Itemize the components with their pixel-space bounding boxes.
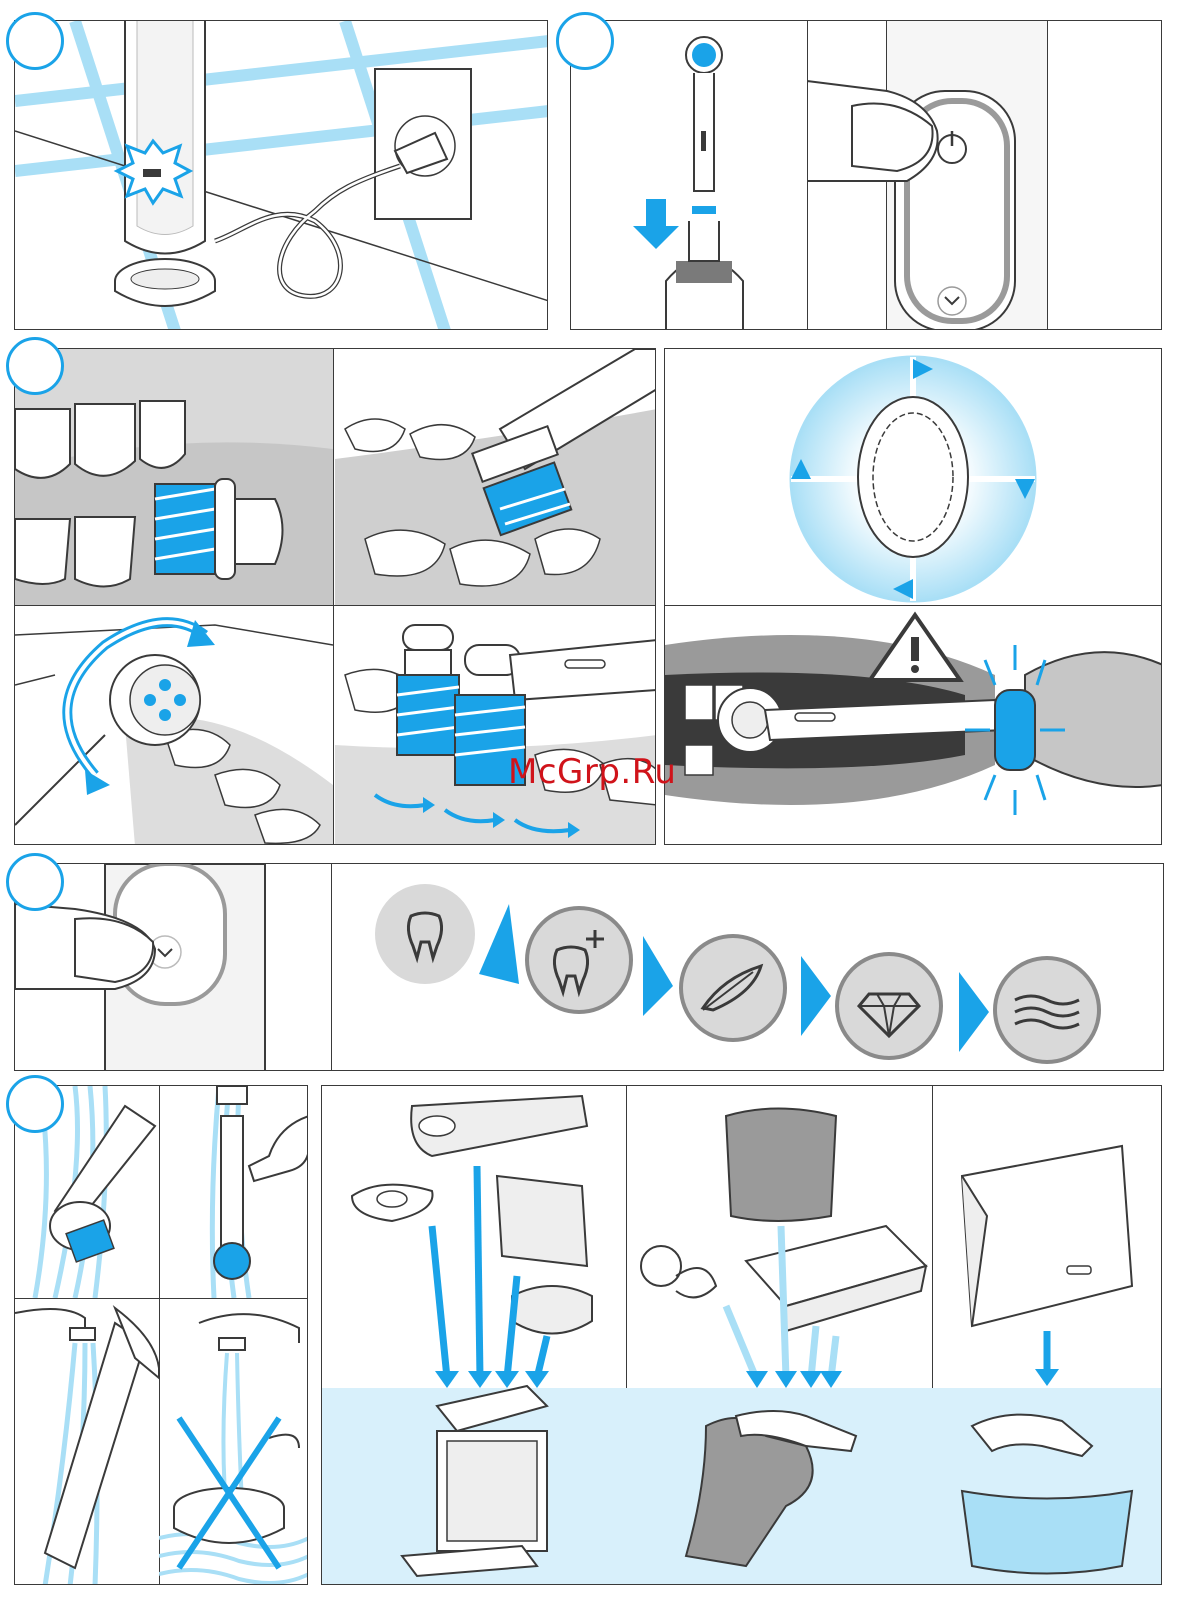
mode-sensitive-icon <box>679 934 787 1042</box>
waves-icon <box>997 960 1097 1060</box>
watermark-text: McGrp.Ru <box>508 752 676 792</box>
hand-wash-pouch <box>932 1086 1162 1585</box>
rotation-motion <box>15 605 333 845</box>
mode-gum-care-icon <box>993 956 1101 1064</box>
mode-pro-clean-icon <box>525 906 633 1014</box>
step-number-circle-3 <box>6 337 64 395</box>
diamond-icon <box>839 956 939 1056</box>
tooth-icon <box>375 884 475 984</box>
quadrant-timer-diagram <box>665 349 1162 605</box>
step-2-panel <box>570 20 1162 330</box>
charger-outlet-illustration <box>15 21 548 330</box>
rinse-handle <box>159 1086 308 1298</box>
step-number-circle-1 <box>6 12 64 70</box>
step-4-panel <box>14 863 1164 1071</box>
brush-head-attach-illustration <box>571 21 807 330</box>
wipe-travel-case <box>626 1086 932 1585</box>
tooth-plus-icon <box>529 910 629 1010</box>
mode-whitening-icon <box>835 952 943 1060</box>
step-5-rinse-panel <box>14 1085 308 1585</box>
mode-arrow-2 <box>633 936 673 1016</box>
step-number-circle-5 <box>6 1075 64 1133</box>
mode-arrow-1 <box>479 904 519 984</box>
tooth-by-tooth-motion <box>335 605 656 845</box>
mode-button-press <box>15 864 331 1071</box>
feather-icon <box>683 938 783 1038</box>
power-button-press-illustration <box>807 21 1162 330</box>
rinse-handle-tilted <box>15 1298 159 1585</box>
brushing-front-teeth <box>15 349 333 605</box>
step-1-panel <box>14 20 548 330</box>
step-5-care-panel <box>321 1085 1162 1585</box>
dishwasher-safe-parts <box>322 1086 626 1585</box>
mode-arrow-4 <box>949 972 989 1052</box>
pressure-warning-light <box>665 605 1162 845</box>
mode-daily-clean-icon <box>375 884 475 984</box>
step-number-circle-2 <box>556 12 614 70</box>
mode-arrow-3 <box>791 956 831 1036</box>
step-number-circle-4 <box>6 853 64 911</box>
brushing-back-teeth <box>335 349 656 605</box>
step-3-right-panel <box>664 348 1162 845</box>
no-charger-rinse <box>159 1298 308 1585</box>
